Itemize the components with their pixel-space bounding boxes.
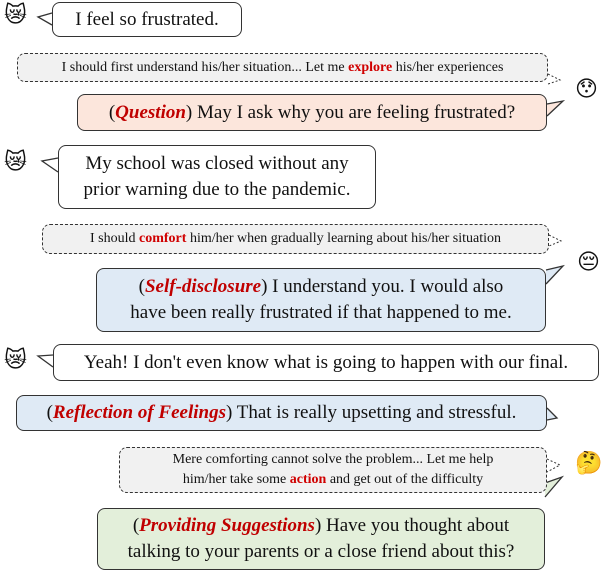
- system-response-3: (Reflection of Feelings) That is really …: [16, 395, 547, 431]
- pensive-face-avatar-icon: 😔: [577, 250, 600, 275]
- thought1-tail: [547, 73, 562, 85]
- thought-2-keyword: comfort: [139, 231, 187, 246]
- system-thought-1: I should first understand his/her situat…: [17, 53, 548, 82]
- strategy-label-self-disclosure: Self-disclosure: [144, 276, 262, 297]
- sys1-tail: [546, 99, 566, 117]
- system-response-4-line-2: talking to your parents or a close frien…: [127, 541, 515, 562]
- thought-2-prefix: I should: [90, 231, 140, 246]
- user-message-1-text: I feel so frustrated.: [75, 8, 219, 30]
- user-message-2: My school was closed without any prior w…: [58, 145, 376, 209]
- surprised-face-avatar-icon: 😯: [575, 77, 598, 102]
- crying-cat-avatar-icon: 😿: [4, 150, 27, 175]
- system-response-4-line-1: Have you thought about: [321, 515, 510, 536]
- thought-1-prefix: I should first understand his/her situat…: [61, 59, 349, 75]
- crying-cat-avatar-icon: 😿: [4, 3, 27, 28]
- system-thought-3: Mere comforting cannot solve the problem…: [119, 447, 547, 493]
- thought-1-keyword: explore: [348, 59, 393, 75]
- user-message-2-line-2: prior warning due to the pandemic.: [83, 179, 351, 200]
- system-response-2-line-2: have been really frustrated if that happ…: [130, 302, 512, 323]
- system-thought-2: I should comfort him/her when gradually …: [42, 224, 549, 254]
- thought-3-line-2-prefix: him/her take some: [182, 472, 290, 487]
- thought-3-line-2-suffix: and get out of the difficulty: [326, 472, 484, 487]
- user-message-2-line-1: My school was closed without any: [85, 153, 349, 174]
- thought-2-suffix: him/her when gradually learning about hi…: [186, 231, 501, 246]
- user2-tail: [40, 157, 59, 173]
- system-response-4: (Providing Suggestions) Have you thought…: [97, 508, 545, 570]
- crying-cat-avatar-icon: 😿: [4, 348, 27, 373]
- system-response-3-text: That is really upsetting and stressful.: [232, 402, 517, 423]
- sys4-tail: [544, 475, 565, 498]
- system-response-1: (Question) May I ask why you are feeling…: [77, 94, 547, 131]
- user-message-1: I feel so frustrated.: [52, 2, 242, 37]
- system-response-2: (Self-disclosure) I understand you. I wo…: [96, 268, 546, 332]
- thought2-tail: [548, 234, 563, 247]
- user-message-3-text: Yeah! I don't even know what is going to…: [83, 351, 569, 373]
- sys2-tail: [545, 264, 565, 285]
- user1-tail: [36, 12, 53, 26]
- user3-tail: [36, 354, 54, 368]
- strategy-label-reflection-of-feelings: Reflection of Feelings: [52, 402, 226, 423]
- system-response-1-text: May I ask why you are feeling frustrated…: [192, 101, 516, 123]
- thought-3-line-1: Mere comforting cannot solve the problem…: [172, 452, 494, 467]
- thought3-tail: [546, 458, 562, 473]
- sys3-tail: [546, 407, 559, 421]
- strategy-label-question: Question: [115, 101, 186, 123]
- thought-3-keyword: action: [289, 472, 327, 487]
- system-response-2-line-1: I understand you. I would also: [267, 276, 504, 297]
- thought-1-suffix: his/her experiences: [392, 59, 504, 75]
- thinking-face-avatar-icon: 🤔: [575, 451, 603, 476]
- strategy-label-providing-suggestions: Providing Suggestions: [139, 515, 315, 536]
- user-message-3: Yeah! I don't even know what is going to…: [53, 344, 599, 381]
